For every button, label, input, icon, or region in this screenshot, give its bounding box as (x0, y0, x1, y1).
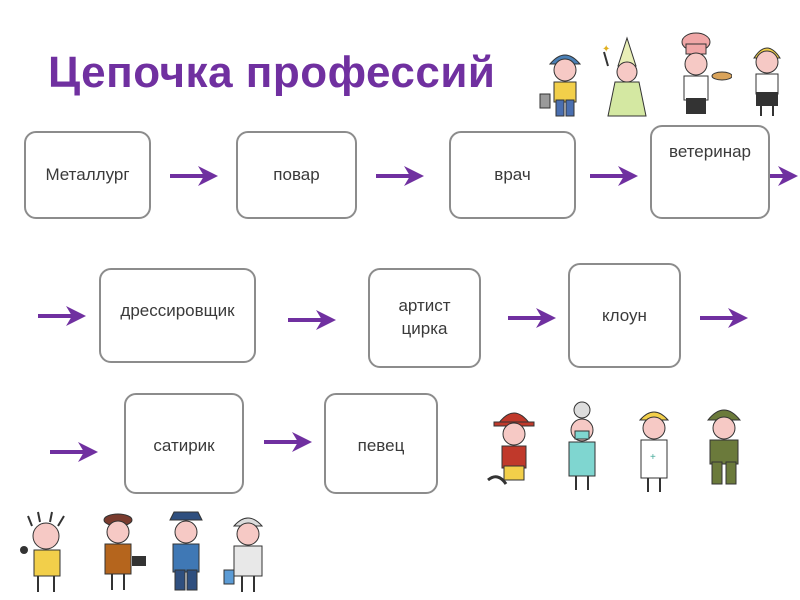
profession-label: сатирик (153, 435, 214, 458)
soldier-figure (694, 398, 754, 494)
profession-label: врач (494, 164, 530, 187)
firefighter-figure (484, 400, 546, 496)
nurse-figure: + (624, 398, 684, 496)
svg-text:+: + (650, 452, 656, 463)
dentist-figure (552, 398, 614, 496)
profession-box-artist-tsirka[interactable]: артист цирка (368, 268, 481, 368)
waitress-figure (742, 36, 792, 120)
profession-label: дрессировщик (120, 300, 234, 323)
profession-label: артист цирка (392, 295, 458, 341)
arrow-icon (506, 306, 558, 330)
police-figure (158, 504, 214, 596)
profession-box-satirik[interactable]: сатирик (124, 393, 244, 494)
profession-box-kloun[interactable]: клоун (568, 263, 681, 368)
arrow-icon (262, 430, 314, 454)
svg-text:✦: ✦ (602, 44, 610, 55)
arrow-icon (36, 304, 88, 328)
profession-box-metallurg[interactable]: Металлург (24, 131, 151, 219)
profession-box-povar[interactable]: повар (236, 131, 357, 219)
arrow-icon (48, 440, 100, 464)
arrow-icon (698, 306, 750, 330)
chef-figure (668, 32, 732, 122)
profession-box-veterinar[interactable]: ветеринар (650, 125, 770, 219)
profession-label: повар (273, 164, 319, 187)
arrow-icon (768, 164, 800, 188)
worker-figure (536, 42, 594, 120)
arrow-icon (374, 164, 426, 188)
page-title: Цепочка профессий (48, 48, 495, 98)
arrow-icon (286, 308, 338, 332)
arrow-icon (588, 164, 640, 188)
wizard-figure: ✦ (602, 36, 652, 122)
profession-label: Металлург (45, 164, 129, 187)
profession-box-vrach[interactable]: врач (449, 131, 576, 219)
artist-figure (88, 506, 150, 596)
profession-box-pevets[interactable]: певец (324, 393, 438, 494)
profession-label: клоун (602, 305, 647, 328)
arrow-icon (168, 164, 220, 188)
profession-label: ветеринар (669, 141, 751, 164)
profession-box-dressirovshchik[interactable]: дрессировщик (99, 268, 256, 363)
profession-label: певец (358, 435, 405, 458)
singer-figure (14, 510, 76, 596)
painter-figure (218, 506, 280, 596)
